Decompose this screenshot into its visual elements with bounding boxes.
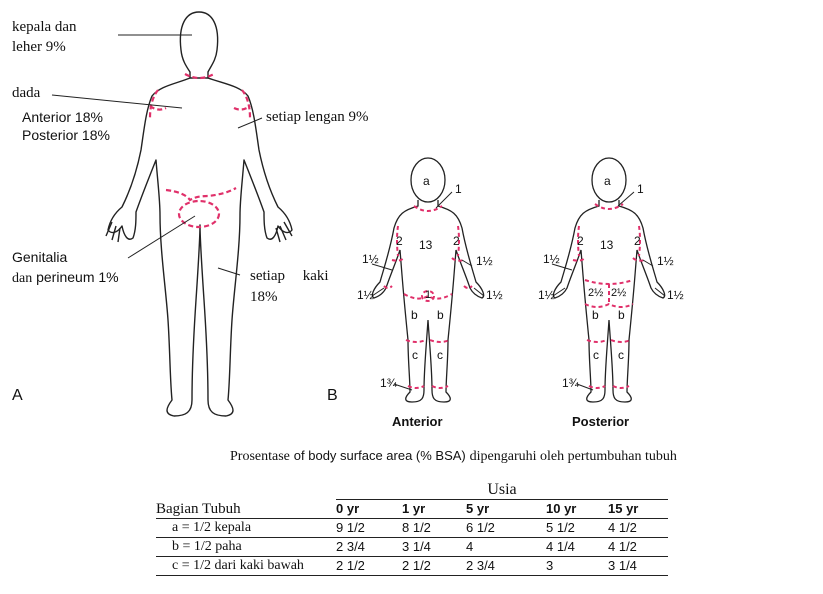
anterior-genitalia-1: 1 (425, 289, 431, 301)
child-posterior-outline (553, 158, 664, 402)
adult-leader-lines (52, 35, 262, 275)
anterior-title: Anterior (392, 414, 443, 429)
child-posterior-boundaries (573, 204, 645, 388)
genitalia-label-dan: dan (12, 271, 32, 286)
usia-header: Usia (336, 481, 668, 500)
anterior-head-a: a (423, 174, 430, 188)
chest-anterior-label: Anterior 18% (22, 109, 103, 125)
leg-label-setiap: setiap (250, 268, 285, 284)
chest-label: dada (12, 85, 40, 102)
posterior-foot-value: 1¾ (562, 376, 579, 390)
table-cell: 9 1/2 (336, 519, 402, 538)
table-row: a = 1/2 kepala 9 1/2 8 1/2 6 1/2 5 1/2 4… (156, 519, 668, 538)
posterior-forearm-left: 1½ (543, 252, 560, 266)
anterior-neck-1: 1 (455, 182, 462, 196)
head-neck-label-line1: kepala dan (12, 19, 77, 36)
caption-part3: dipengaruhi oleh pertumbuhan tubuh (470, 449, 677, 464)
adult-body-outline (106, 12, 292, 416)
posterior-thigh-left-b: b (592, 308, 599, 322)
col-header-0: 0 yr (336, 500, 402, 519)
anterior-foot-value: 1¾ (380, 376, 397, 390)
table-header-row: Bagian Tubuh 0 yr 1 yr 5 yr 10 yr 15 yr (156, 500, 668, 519)
anterior-leg-right-c: c (437, 348, 443, 362)
anterior-thigh-right-b: b (437, 308, 444, 322)
table-cell: 2 3/4 (466, 557, 546, 576)
panel-label-a: A (12, 387, 23, 405)
anterior-hand-left: 1½ (357, 288, 374, 302)
table-cell: 4 1/2 (608, 538, 668, 557)
adult-region-boundaries (150, 74, 250, 227)
posterior-buttock-left: 2½ (588, 287, 603, 299)
table-cell: 5 1/2 (546, 519, 608, 538)
row-label: a = 1/2 kepala (156, 519, 336, 538)
child-anterior-outline (372, 158, 483, 402)
leg-label-line2: 18% (250, 289, 278, 306)
col-header-2: 5 yr (466, 500, 546, 519)
posterior-neck-1: 1 (637, 182, 644, 196)
table-cell: 8 1/2 (402, 519, 466, 538)
leg-label-kaki: kaki (303, 268, 329, 284)
anterior-forearm-left: 1½ (362, 252, 379, 266)
head-neck-label-line2: leher 9% (12, 39, 66, 56)
row-label: c = 1/2 dari kaki bawah (156, 557, 336, 576)
table-row: b = 1/2 paha 2 3/4 3 1/4 4 4 1/4 4 1/2 (156, 538, 668, 557)
posterior-head-a: a (604, 174, 611, 188)
caption-part2: of body surface area (% BSA) (294, 448, 466, 463)
row-label: b = 1/2 paha (156, 538, 336, 557)
table-cell: 4 1/4 (546, 538, 608, 557)
posterior-title: Posterior (572, 414, 629, 429)
table-cell: 3 1/4 (608, 557, 668, 576)
posterior-leg-right-c: c (618, 348, 624, 362)
leg-label-line1: setiap kaki (250, 268, 329, 285)
col-header-4: 15 yr (608, 500, 668, 519)
genitalia-label-line1: Genitalia (12, 249, 67, 265)
caption-part1: Prosentase (230, 449, 290, 464)
table-cell: 2 3/4 (336, 538, 402, 557)
anterior-upper-arm-right: 2 (453, 234, 460, 248)
posterior-upper-arm-left: 2 (577, 234, 584, 248)
posterior-leg-left-c: c (593, 348, 599, 362)
genitalia-label-perineum: perineum 1% (36, 269, 119, 285)
posterior-buttock-right: 2½ (611, 287, 626, 299)
table-cell: 3 1/4 (402, 538, 466, 557)
table-group-header-row: Usia (156, 481, 668, 500)
table-cell: 3 (546, 557, 608, 576)
table-cell: 4 (466, 538, 546, 557)
table-cell: 2 1/2 (336, 557, 402, 576)
posterior-hand-right: 1½ (667, 288, 684, 302)
anterior-thigh-left-b: b (411, 308, 418, 322)
anterior-leg-left-c: c (412, 348, 418, 362)
arm-label: setiap lengan 9% (266, 109, 368, 126)
posterior-hand-left: 1½ (538, 288, 555, 302)
posterior-upper-arm-right: 2 (634, 234, 641, 248)
bagian-tubuh-header: Bagian Tubuh (156, 500, 336, 519)
genitalia-label-line2: dan perineum 1% (12, 269, 119, 287)
table-cell: 6 1/2 (466, 519, 546, 538)
posterior-trunk-13: 13 (600, 238, 613, 252)
chest-posterior-label: Posterior 18% (22, 127, 110, 143)
table-cell: 2 1/2 (402, 557, 466, 576)
bsa-age-table: Usia Bagian Tubuh 0 yr 1 yr 5 yr 10 yr 1… (156, 481, 668, 576)
posterior-forearm-right: 1½ (657, 254, 674, 268)
body-diagram (0, 0, 823, 440)
anterior-trunk-13: 13 (419, 238, 432, 252)
table-cell: 4 1/2 (608, 519, 668, 538)
anterior-forearm-right: 1½ (476, 254, 493, 268)
col-header-1: 1 yr (402, 500, 466, 519)
figure-caption: Prosentase of body surface area (% BSA) … (230, 447, 677, 465)
anterior-upper-arm-left: 2 (396, 234, 403, 248)
panel-label-b: B (327, 387, 338, 405)
posterior-thigh-right-b: b (618, 308, 625, 322)
table-row: c = 1/2 dari kaki bawah 2 1/2 2 1/2 2 3/… (156, 557, 668, 576)
anterior-hand-right: 1½ (486, 288, 503, 302)
col-header-3: 10 yr (546, 500, 608, 519)
